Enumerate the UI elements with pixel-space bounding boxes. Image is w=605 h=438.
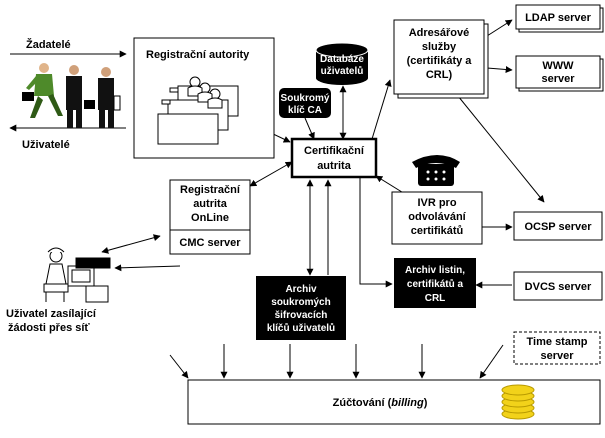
coin-stack-icon bbox=[501, 384, 535, 420]
user-database-label-2: uživatelů bbox=[321, 65, 364, 77]
ivr-box bbox=[391, 191, 483, 245]
billing-label: Zúčtování (billing) bbox=[333, 397, 428, 409]
user-database-label-1: Databáze bbox=[320, 54, 364, 65]
document-archive-label-2: certifikátů a bbox=[407, 278, 464, 290]
network-user-illustration bbox=[43, 247, 111, 303]
users-label: Uživatelé bbox=[22, 139, 70, 151]
registration-authorities-label: Registrační autority bbox=[146, 49, 250, 61]
ivr-label-3: certifikátů bbox=[411, 225, 464, 237]
dvcs-server-box bbox=[513, 271, 603, 301]
www-server-label-1: WWW bbox=[542, 60, 574, 72]
key-archive-box bbox=[256, 276, 346, 340]
arrow-online-ra-billing bbox=[114, 264, 181, 272]
network-user-label-2: žádosti přes síť bbox=[8, 322, 90, 334]
key-archive-label-4: klíčů uživatelů bbox=[267, 322, 335, 334]
online-ra-box bbox=[169, 179, 251, 231]
directory-services-stack bbox=[393, 19, 489, 99]
connectors bbox=[9, 19, 545, 379]
dvcs-server-label: DVCS server bbox=[525, 281, 592, 293]
arrow-ca-docarchive bbox=[359, 178, 393, 288]
arrow-billing-5 bbox=[479, 344, 504, 379]
document-archive-label-3: CRL bbox=[425, 293, 446, 304]
cmc-server-label: CMC server bbox=[179, 237, 241, 249]
ra-workstations-illustration bbox=[157, 76, 239, 145]
ldap-server-stack bbox=[515, 4, 604, 33]
document-archive-label-1: Archiv listin, bbox=[405, 265, 465, 276]
ocsp-server-box bbox=[513, 211, 603, 241]
key-archive-label-1: Archiv bbox=[285, 284, 317, 295]
private-key-box bbox=[279, 88, 331, 118]
key-archive-label-2: soukromých bbox=[271, 297, 330, 308]
people-illustration bbox=[22, 63, 121, 128]
arrow-dir-www bbox=[486, 66, 513, 73]
arrow-ca-directory bbox=[371, 79, 392, 140]
ivr-label-2: odvolávání bbox=[408, 211, 466, 223]
billing-label-prefix: Zúčtování ( bbox=[333, 397, 392, 409]
key-archive-label-3: šifrovacích bbox=[275, 310, 328, 321]
arrow-dir-ldap bbox=[486, 19, 513, 37]
arrow-ca-online-ra bbox=[249, 161, 293, 187]
document-archive-box bbox=[394, 258, 476, 308]
directory-label-4: CRL) bbox=[426, 69, 453, 81]
ivr-label-1: IVR pro bbox=[417, 197, 456, 209]
billing-label-suffix: ) bbox=[424, 397, 428, 409]
cmc-server-box bbox=[169, 229, 251, 255]
www-server-label-2: server bbox=[541, 73, 575, 85]
user-database-cylinder bbox=[315, 42, 369, 85]
billing-label-italic: billing bbox=[391, 397, 424, 409]
directory-label-3: (certifikáty a bbox=[407, 55, 473, 67]
certification-authority-box bbox=[290, 137, 378, 179]
ldap-server-label: LDAP server bbox=[525, 12, 592, 24]
timestamp-server-box bbox=[513, 331, 601, 365]
www-server-stack bbox=[515, 55, 604, 92]
ocsp-server-label: OCSP server bbox=[524, 221, 592, 233]
online-ra-label-2: autrita bbox=[193, 198, 228, 210]
directory-label-1: Adresářové bbox=[409, 27, 470, 39]
online-ra-label-1: Registrační bbox=[180, 184, 241, 196]
timestamp-label-1: Time stamp bbox=[527, 336, 588, 348]
timestamp-label-2: server bbox=[540, 350, 574, 362]
online-ra-label-3: OnLine bbox=[191, 212, 229, 224]
ca-label-1: Certifikační bbox=[304, 145, 365, 157]
arrow-key-ca bbox=[304, 117, 315, 140]
arrow-dir-ocsp bbox=[457, 95, 545, 203]
network-user-label-1: Uživatel zasílající bbox=[6, 308, 97, 320]
private-key-label-1: Soukromý bbox=[281, 93, 330, 104]
telephone-icon bbox=[412, 155, 460, 186]
ca-label-2: autrita bbox=[317, 160, 352, 172]
requesters-label: Žadatelé bbox=[26, 38, 71, 51]
directory-label-2: služby bbox=[422, 41, 457, 53]
arrow-billing-0 bbox=[169, 354, 189, 379]
arrow-cmc-user bbox=[101, 234, 161, 254]
private-key-label-2: klíč CA bbox=[288, 105, 322, 116]
